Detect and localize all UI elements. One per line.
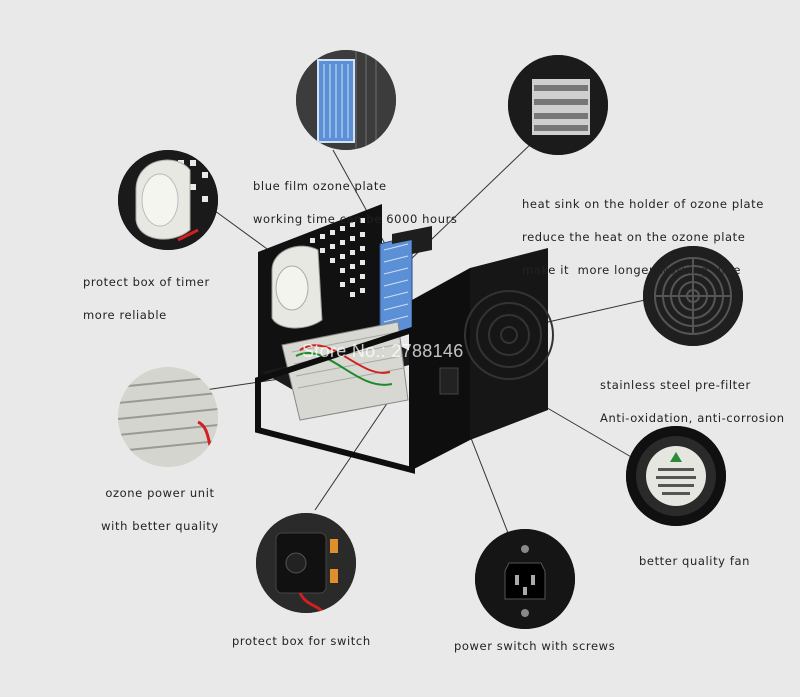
switch-box-detail bbox=[256, 513, 356, 613]
prefilter-label-line1: stainless steel pre-filter bbox=[600, 378, 751, 392]
fan-detail bbox=[626, 426, 726, 526]
switch-box-label: protect box for switch bbox=[232, 634, 371, 648]
prefilter-label: stainless steel pre-filter Anti-oxidatio… bbox=[600, 358, 785, 446]
ozone-plate-label-line1: blue film ozone plate bbox=[253, 179, 387, 193]
power-unit-label-line2: with better quality bbox=[101, 519, 219, 533]
power-switch-label: power switch with screws bbox=[454, 639, 616, 653]
power-unit-label-line1: ozone power unit bbox=[105, 486, 215, 500]
heat-sink-label: heat sink on the holder of ozone plate r… bbox=[522, 177, 764, 298]
power-unit bbox=[281, 321, 409, 421]
perforations bbox=[300, 208, 365, 297]
ozone-plate-label-line2: working time can be 6000 hours bbox=[253, 212, 458, 226]
ozone-plate-detail bbox=[296, 50, 396, 150]
heat-sink-holder bbox=[392, 226, 432, 254]
heat-sink-detail bbox=[508, 55, 608, 155]
power-unit-label: ozone power unit with better quality bbox=[98, 466, 222, 554]
fan-label: better quality fan bbox=[639, 554, 751, 568]
fan-grille bbox=[464, 290, 554, 380]
timer-label-line1: protect box of timer bbox=[83, 275, 210, 289]
prefilter-label-line2: Anti-oxidation, anti-corrosion bbox=[600, 411, 785, 425]
power-unit-detail bbox=[118, 367, 218, 467]
timer-box-detail bbox=[118, 150, 218, 250]
timer-label: protect box of timer more reliable bbox=[83, 255, 210, 343]
ozone-plate-mesh bbox=[383, 243, 409, 323]
heat-sink-label-line3: make it more longer working time bbox=[522, 263, 742, 277]
ozone-generator-body bbox=[255, 204, 554, 474]
ozone-plate-label: blue film ozone plate working time can b… bbox=[253, 159, 458, 247]
heat-sink-label-line2: reduce the heat on the ozone plate bbox=[522, 230, 746, 244]
timer-label-line2: more reliable bbox=[83, 308, 167, 322]
store-watermark: Store No.: 2788146 bbox=[302, 341, 464, 361]
switch-socket bbox=[439, 367, 459, 395]
timer-knob bbox=[275, 265, 309, 311]
prefilter-detail bbox=[643, 246, 743, 346]
leader-prefilter bbox=[547, 299, 646, 323]
heat-sink-label-line1: heat sink on the holder of ozone plate bbox=[522, 197, 764, 211]
power-switch-detail bbox=[475, 529, 575, 629]
